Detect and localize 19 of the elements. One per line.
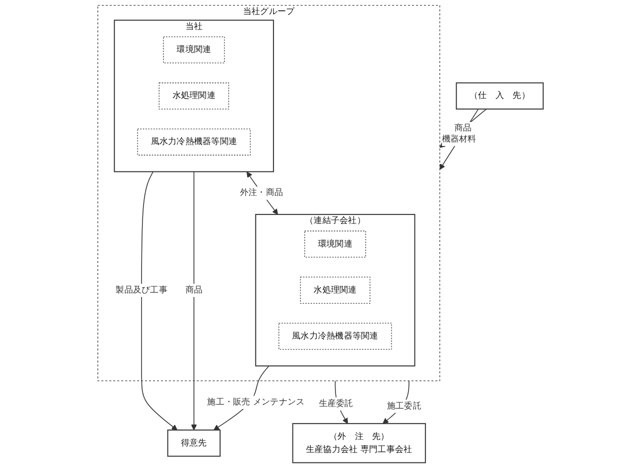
edge-label: 商品 bbox=[185, 285, 203, 295]
arrow bbox=[191, 171, 197, 430]
node-box: （仕 入 先） bbox=[456, 82, 544, 110]
arrow bbox=[141, 171, 178, 430]
edge-label: 外注・商品 bbox=[240, 188, 284, 198]
node-box: 環境関連 bbox=[304, 230, 366, 258]
node-box: （外 注 先） 生産協力会社 専門工事会社 bbox=[292, 423, 426, 464]
edge-label: 機器材料 bbox=[442, 134, 476, 144]
edge-label: 施工委託 bbox=[386, 400, 422, 411]
node-box: 水処理関連 bbox=[158, 82, 230, 110]
node-box: 得意先 bbox=[167, 430, 221, 457]
edge-label: 商品 bbox=[454, 123, 472, 134]
node-box: 環境関連 bbox=[163, 36, 225, 64]
edge-label: 生産委託 bbox=[318, 398, 354, 408]
edge-label: 施工・販売 メンテナンス bbox=[207, 397, 305, 408]
node-box: 水処理関連 bbox=[300, 276, 370, 304]
edge-label: 製品及び工事 bbox=[116, 285, 168, 295]
node-box: 風水力冷熱機器等関連 bbox=[278, 322, 392, 350]
node-box: 風水力冷熱機器等関連 bbox=[137, 128, 251, 156]
